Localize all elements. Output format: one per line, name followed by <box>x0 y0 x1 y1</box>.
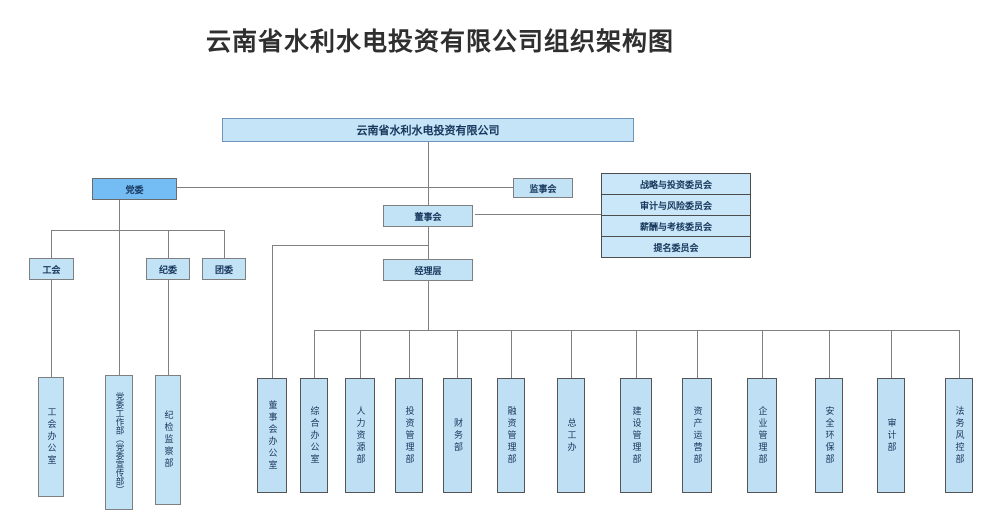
dept-box: 安全环保部 <box>815 378 843 493</box>
connector-line <box>224 230 225 258</box>
node-party-committee: 党委 <box>92 178 177 200</box>
connector-line <box>272 245 273 378</box>
committee-box: 战略与投资委员会 <box>601 173 751 195</box>
connector-line <box>829 330 830 378</box>
connector-line <box>360 330 361 378</box>
connector-line <box>314 330 315 378</box>
node-management: 经理层 <box>383 259 473 281</box>
connector-line <box>119 200 120 230</box>
dept-box: 资产运营部 <box>682 378 712 493</box>
dept-box: 审计部 <box>877 378 905 493</box>
connector-line <box>762 330 763 378</box>
connector-line <box>272 245 428 246</box>
connector-line <box>636 330 637 378</box>
connector-line <box>51 230 52 258</box>
dept-box: 纪检监察部 <box>155 375 181 505</box>
connector-line <box>428 227 429 259</box>
node-labor-union: 工会 <box>29 258 74 280</box>
dept-box: 财务部 <box>443 378 472 493</box>
page-title: 云南省水利水电投资有限公司组织架构图 <box>205 27 674 56</box>
dept-box: 工会办公室 <box>38 377 64 497</box>
connector-line <box>891 330 892 378</box>
committee-box: 审计与风险委员会 <box>601 194 751 216</box>
connector-line <box>51 230 224 231</box>
dept-box: 综合办公室 <box>300 378 328 493</box>
node-discipline-committee: 纪委 <box>146 258 190 280</box>
dept-box: 总工办 <box>557 378 585 493</box>
node-board-of-directors: 董事会 <box>383 205 473 227</box>
dept-box: 人力资源部 <box>345 378 375 493</box>
dept-box: 建设管理部 <box>620 378 652 493</box>
connector-line <box>511 330 512 378</box>
connector-line <box>959 330 960 378</box>
dept-box: 党委工作部（党委宣传部） <box>105 375 133 510</box>
connector-line <box>475 214 601 215</box>
connector-line <box>428 142 429 205</box>
connector-line <box>168 280 169 375</box>
dept-box: 企业管理部 <box>747 378 777 493</box>
committee-box: 提名委员会 <box>601 236 751 258</box>
dept-box: 法务风控部 <box>945 378 973 493</box>
connector-line <box>571 330 572 378</box>
connector-line <box>697 330 698 378</box>
committee-box: 薪酬与考核委员会 <box>601 215 751 237</box>
node-youth-league: 团委 <box>202 258 246 280</box>
dept-box: 投资管理部 <box>395 378 423 493</box>
connector-line <box>457 330 458 378</box>
connector-line <box>51 280 52 377</box>
connector-line <box>428 281 429 330</box>
connector-line <box>177 187 513 188</box>
node-root-company: 云南省水利水电投资有限公司 <box>222 118 634 142</box>
connector-line <box>409 330 410 378</box>
connector-line <box>168 230 169 258</box>
dept-box: 董事会办公室 <box>257 378 287 493</box>
dept-box: 融资管理部 <box>497 378 525 493</box>
node-supervisory-board: 监事会 <box>513 178 573 198</box>
connector-line <box>119 230 120 375</box>
